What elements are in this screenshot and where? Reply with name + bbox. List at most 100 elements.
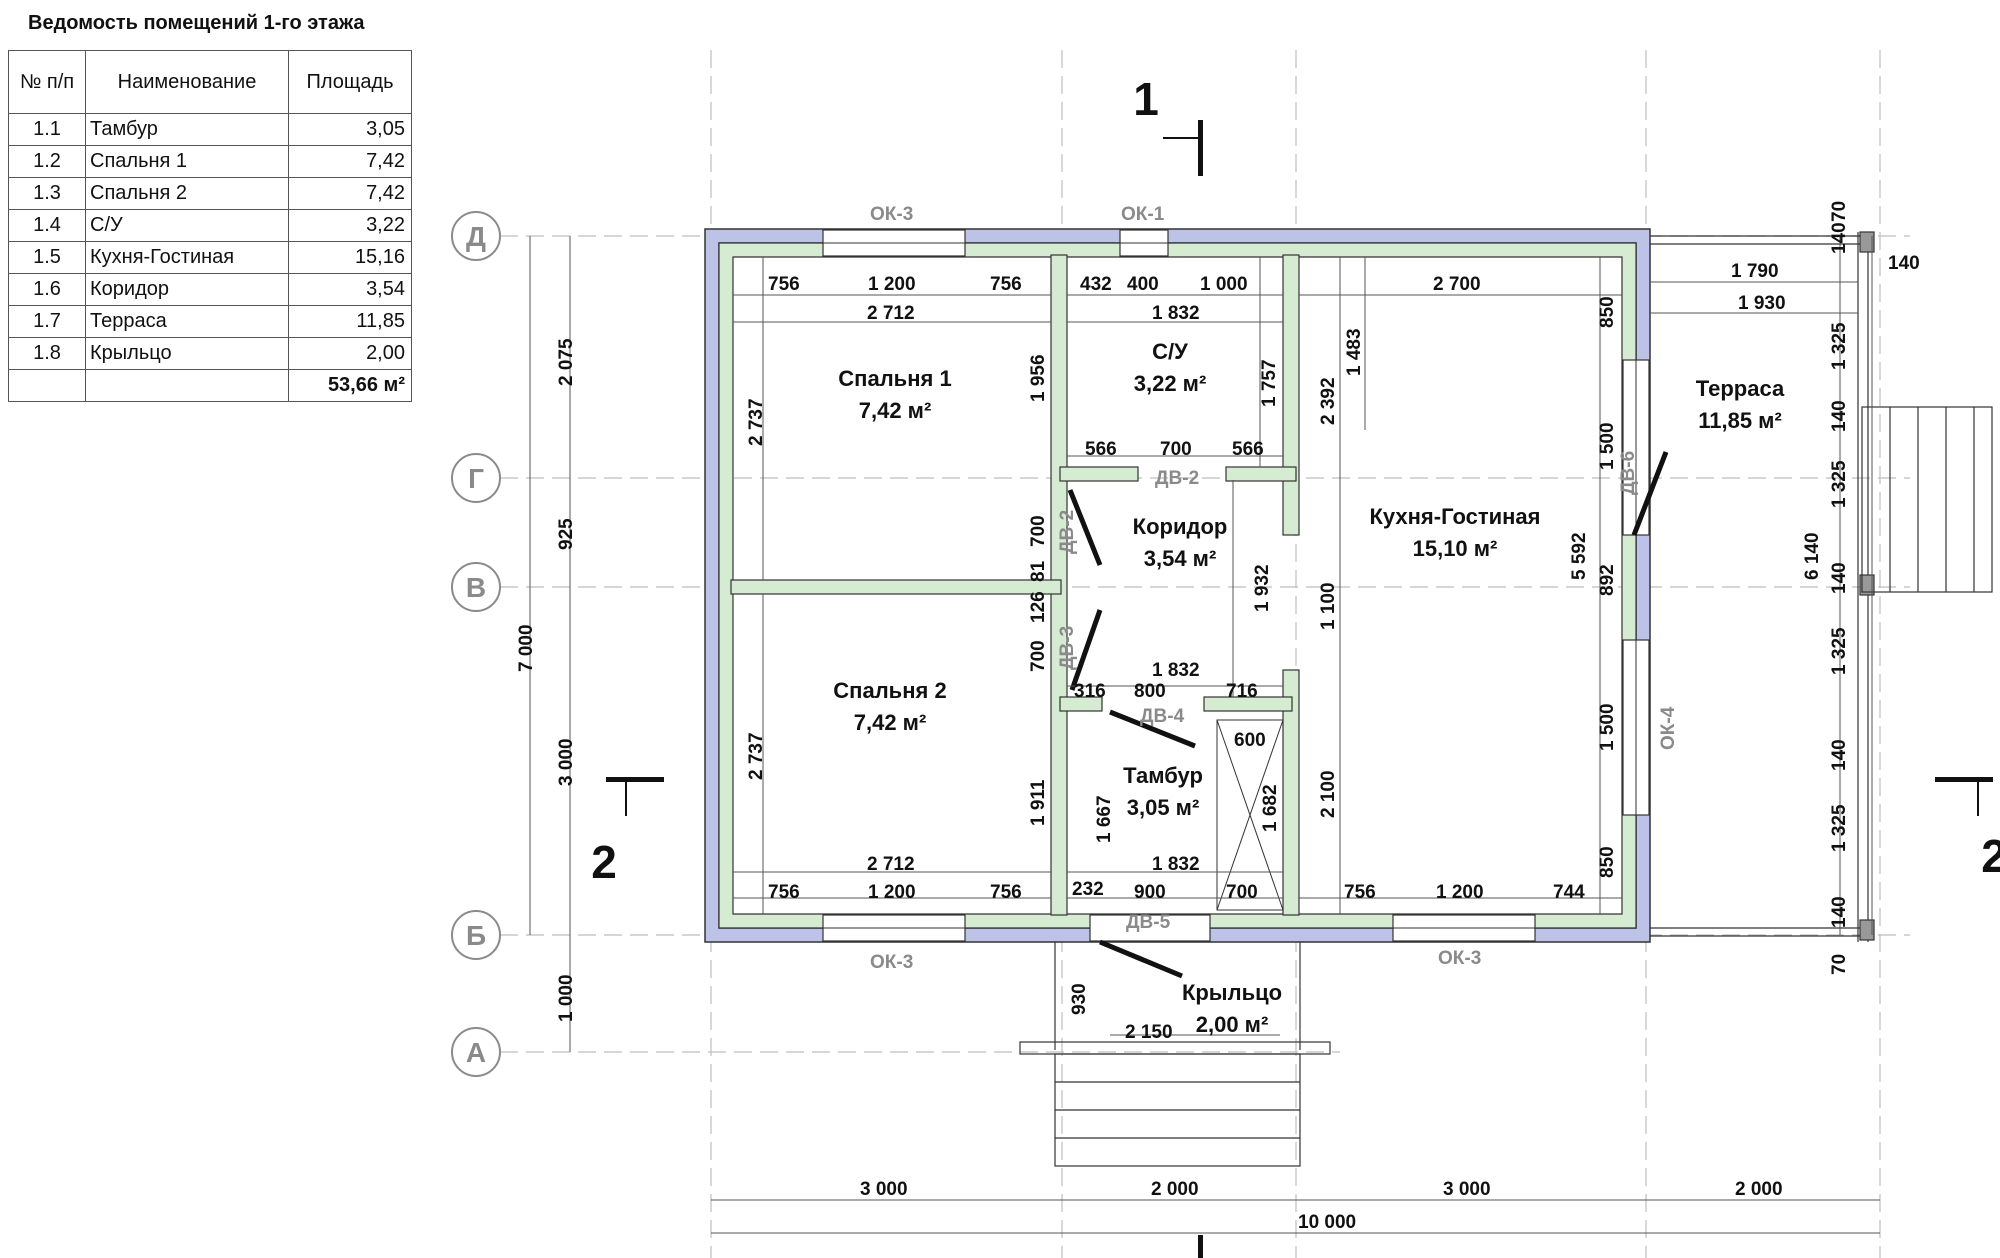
row-name: Спальня 2: [85, 177, 289, 210]
dim-1932: 1 932: [1252, 564, 1273, 612]
dim-900: 900: [1134, 882, 1166, 903]
room-name-vestibule: Тамбур: [1123, 763, 1203, 788]
door-dv4-leaf: [1109, 709, 1196, 749]
pantry-cross: [1216, 719, 1284, 911]
axis-label-v: В: [466, 572, 486, 603]
row-name: Спальня 1: [85, 145, 289, 178]
mark-dv2-bathroom: ДВ-2: [1155, 468, 1199, 489]
dim-140: 140: [1829, 562, 1850, 594]
dim-1682: 1 682: [1260, 784, 1281, 832]
dim-1500: 1 500: [1597, 422, 1618, 470]
dim-140: 140: [1829, 739, 1850, 771]
dim-2075: 2 075: [556, 338, 577, 386]
room-name-bedroom-1: Спальня 1: [838, 366, 951, 391]
dim-566: 566: [1085, 439, 1117, 460]
axis-bubble-d: [451, 211, 501, 261]
mark-dv6: ДВ-6: [1618, 451, 1639, 495]
section-label-2: 2: [591, 836, 617, 888]
dim-1911: 1 911: [1028, 779, 1049, 826]
dim-3000: 3 000: [1443, 1179, 1491, 1200]
dim-700: 700: [1028, 640, 1049, 672]
row-name: С/У: [85, 209, 289, 242]
dim-1000: 1 000: [1200, 274, 1248, 295]
mark-ok3-bottom-right: ОК-3: [1438, 948, 1481, 969]
dim-2392: 2 392: [1318, 377, 1339, 425]
room-area-bedroom-1: 7,42 м²: [859, 398, 932, 423]
dim-1930: 1 930: [1738, 293, 1786, 314]
door-dv6-leaf: [1631, 451, 1669, 536]
dim-756: 756: [768, 274, 800, 295]
axis-bubble-b: [451, 910, 501, 960]
wall-bathroom-kitchen: [1282, 254, 1300, 536]
mark-dv4: ДВ-4: [1140, 706, 1185, 727]
wall-corridor-vestibule-right: [1203, 696, 1293, 712]
row-number: 1.7: [8, 305, 86, 338]
row-number: 1.6: [8, 273, 86, 306]
dim-1325: 1 325: [1829, 804, 1850, 852]
dim-1956: 1 956: [1028, 354, 1049, 402]
dim-1667: 1 667: [1094, 795, 1115, 843]
room-area-terrace: 11,85 м²: [1698, 408, 1782, 433]
dim-716: 716: [1226, 681, 1258, 702]
dim-2000: 2 000: [1735, 1179, 1783, 1200]
dim-2000: 2 000: [1151, 1179, 1199, 1200]
terrace-steps: [1861, 406, 1993, 593]
dim-756: 756: [1344, 882, 1376, 903]
dim-232: 232: [1072, 879, 1104, 900]
room-name-porch: Крыльцо: [1182, 980, 1282, 1005]
dimension-lines: [529, 236, 1880, 1234]
terrace-post: [1859, 231, 1875, 253]
dim-850: 850: [1597, 846, 1618, 878]
dim-1325: 1 325: [1829, 627, 1850, 675]
mark-ok4: ОК-4: [1658, 706, 1679, 750]
dim-70: 70: [1829, 201, 1850, 222]
dim-1832: 1 832: [1152, 303, 1200, 324]
section-markers: 1 2 2: [591, 73, 2000, 1258]
wall-bathroom-corridor-left: [1059, 466, 1139, 482]
dim-6140: 6 140: [1802, 532, 1823, 580]
dim-400: 400: [1127, 274, 1159, 295]
dim-700: 700: [1028, 515, 1049, 547]
dim-1325: 1 325: [1829, 322, 1850, 370]
row-number: 1.2: [8, 145, 86, 178]
table-header-row: № п/п Наименование Площадь: [8, 50, 412, 114]
room-name-bedroom-2: Спальня 2: [833, 678, 946, 703]
dim-1500: 1 500: [1597, 703, 1618, 751]
wall-bedroom-1-2: [730, 579, 1062, 595]
axis-label-d: Д: [466, 221, 486, 252]
dim-10000: 10 000: [1298, 1212, 1356, 1233]
window-glazing: [823, 242, 1637, 929]
schedule-title: Ведомость помещений 1-го этажа: [28, 12, 365, 34]
row-name: Кухня-Гостиная: [85, 241, 289, 274]
dim-70: 70: [1829, 954, 1850, 975]
dim-756: 756: [990, 882, 1022, 903]
dim-700: 700: [1160, 439, 1192, 460]
door-dv2-leaf: [1067, 489, 1103, 566]
row-number: 1.3: [8, 177, 86, 210]
dim-892: 892: [1597, 564, 1618, 596]
dim-2712: 2 712: [867, 854, 915, 875]
wall-bathroom-corridor-right: [1225, 466, 1297, 482]
table-total-row: 53,66 м²: [8, 369, 412, 402]
dim-140: 140: [1829, 896, 1850, 928]
dimension-texts-vertical: 2 075 925 7 000 3 000 1 000 2 737 2 737 …: [516, 201, 1850, 1022]
dim-7000: 7 000: [516, 624, 537, 672]
room-name-kitchen-living: Кухня-Гостиная: [1369, 504, 1540, 529]
dim-2712: 2 712: [867, 303, 915, 324]
dim-1200: 1 200: [1436, 882, 1484, 903]
porch: [1019, 942, 1331, 1167]
section-label-1: 1: [1133, 73, 1159, 125]
dim-1000: 1 000: [556, 974, 577, 1022]
row-number: 1.8: [8, 337, 86, 370]
dim-81: 81: [1028, 560, 1049, 582]
row-number: 1.1: [8, 113, 86, 146]
section-label-2-right: 2: [1981, 830, 2000, 882]
dim-432: 432: [1080, 274, 1112, 295]
total-area: 53,66 м²: [288, 369, 412, 402]
dim-126: 126: [1028, 591, 1049, 623]
